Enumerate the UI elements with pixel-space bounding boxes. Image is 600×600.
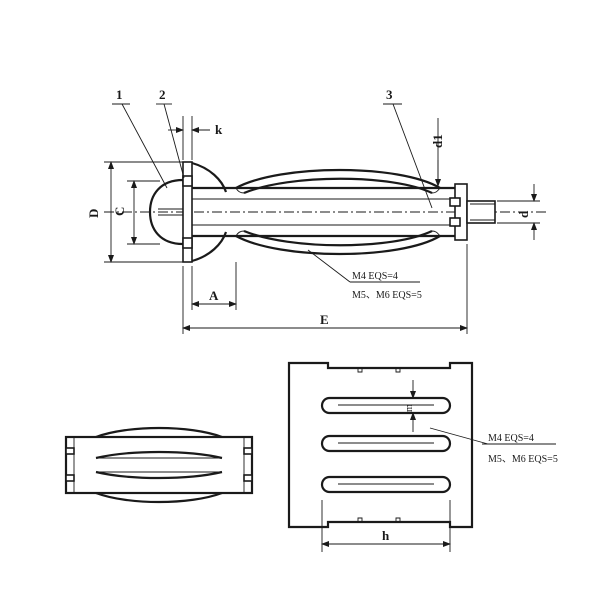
eqs-note-main-line1: M4 EQS=4: [352, 271, 398, 282]
dim-m-label: m: [404, 404, 415, 412]
eqs-note-flat-line1: M4 EQS=4: [488, 433, 534, 444]
part-number-1: 1: [116, 87, 123, 102]
eqs-note-flat-line2: M5、M6 EQS=5: [488, 454, 558, 465]
dim-d1-label: d1: [430, 134, 445, 148]
dim-D-label: D: [86, 209, 101, 218]
dim-C-label: C: [112, 207, 127, 216]
part-number-3: 3: [386, 87, 393, 102]
dim-A-label: A: [209, 288, 219, 303]
dim-E-label: E: [320, 312, 329, 327]
assembly-view: [104, 103, 548, 334]
eqs-note-main-line2: M5、M6 EQS=5: [352, 290, 422, 301]
part-number-2: 2: [159, 87, 166, 102]
sleeve-side-view: [64, 426, 254, 504]
dim-k-label: k: [215, 122, 223, 137]
flat-pattern-view: [287, 361, 556, 552]
dim-d-label: d: [516, 210, 531, 218]
dim-h-label: h: [382, 528, 390, 543]
